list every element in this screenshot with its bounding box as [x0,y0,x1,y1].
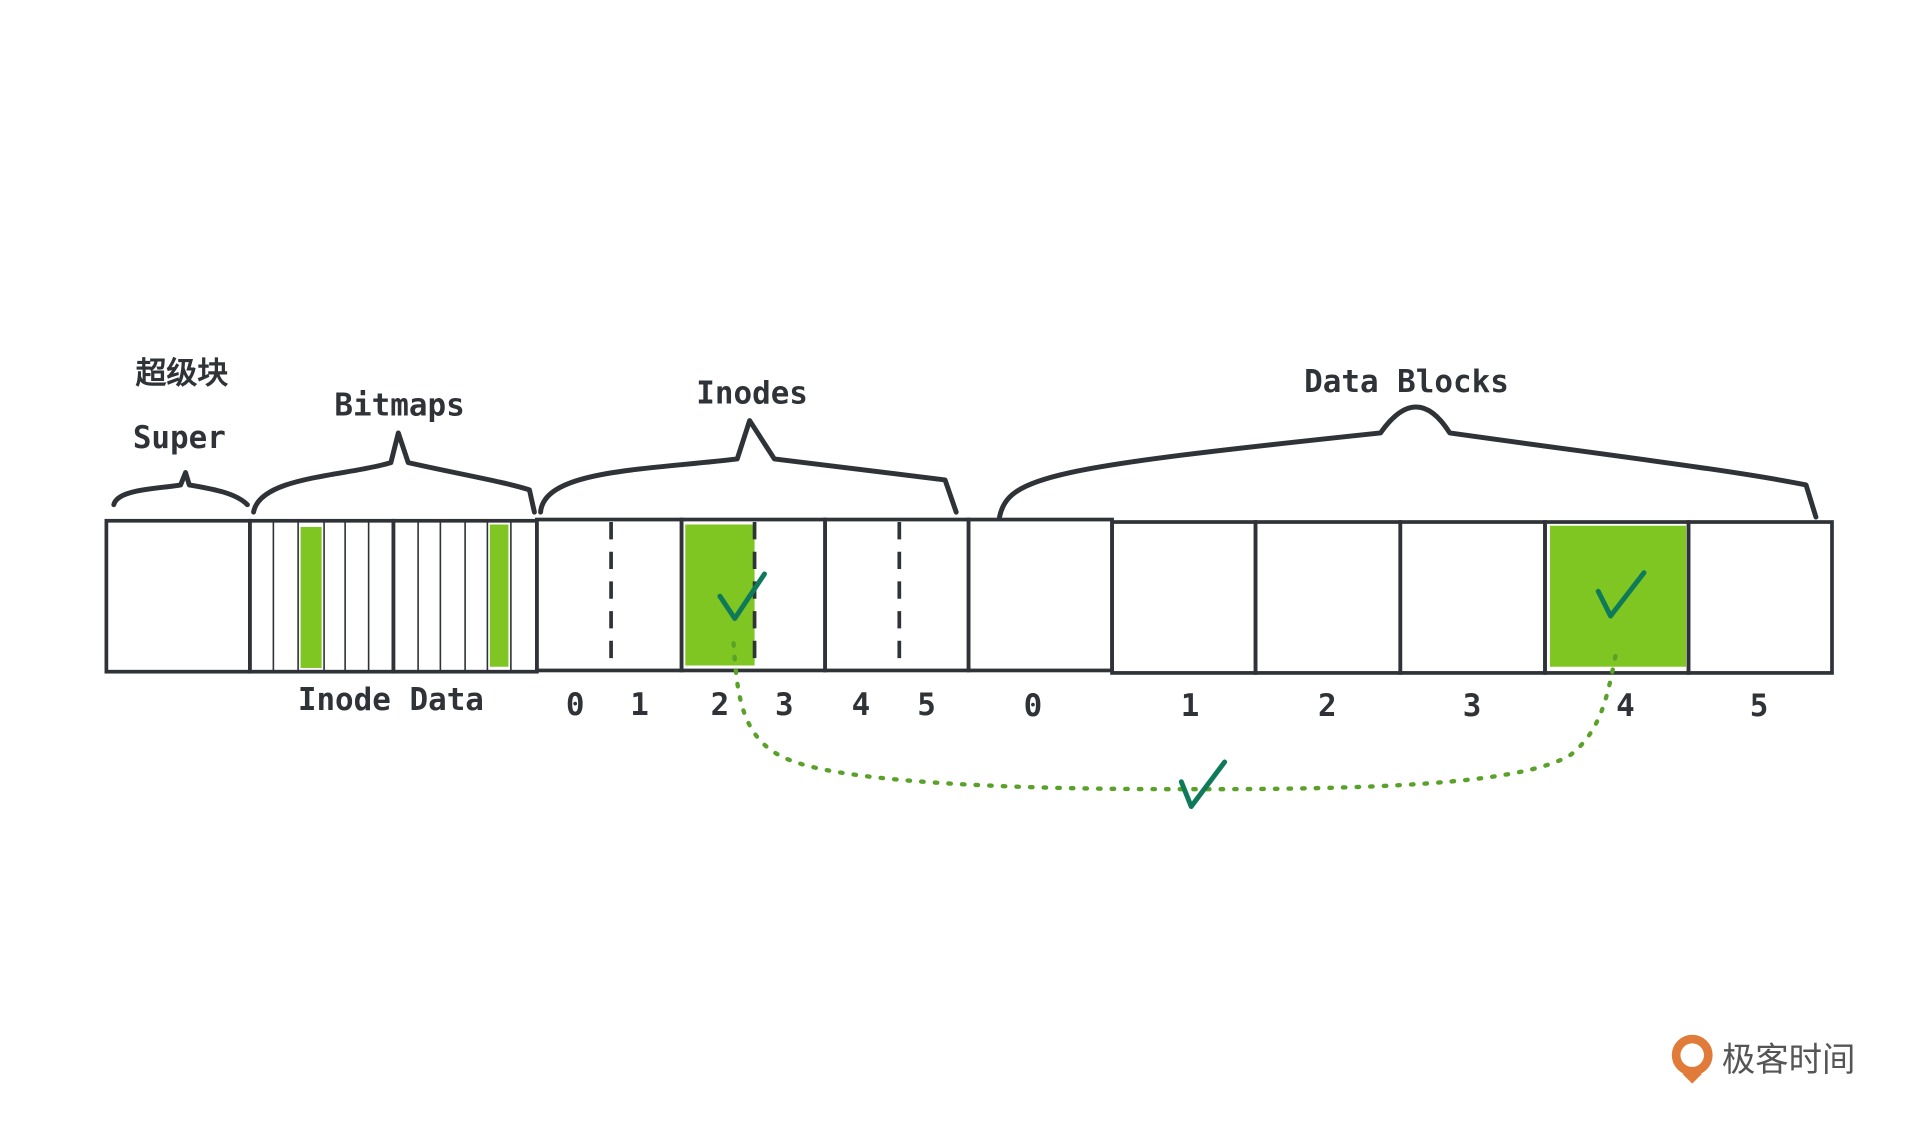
data-block-2 [1253,520,1403,675]
data-block-indices: 0 1 2 3 4 5 [1024,688,1769,724]
bitmaps-brace [251,430,537,515]
data-bitmap-set-bit [489,524,509,667]
inodes-label: Inodes [696,375,808,411]
inode-index: 5 [917,687,936,723]
geektime-logo: 极客时间 [1671,1034,1856,1084]
data-block-4-highlight [1549,525,1687,667]
super-brace [111,470,250,508]
inode-index: 3 [775,687,794,723]
inode-block-0-1 [535,517,684,673]
inodes-brace [538,418,959,515]
data-blocks-label: Data Blocks [1304,364,1509,400]
inode-data-label: Inode Data [298,682,484,718]
inode-to-data-link [731,641,1618,792]
logo-text: 极客时间 [1722,1040,1856,1079]
check-icon [717,571,767,621]
disk-blocks [104,517,1834,675]
data-block-index: 3 [1463,688,1482,724]
data-block-1 [1110,520,1258,675]
inode-index: 4 [852,687,871,723]
bitmaps-label: Bitmaps [334,388,464,424]
data-block-index: 2 [1318,688,1337,724]
inode-index: 0 [566,687,585,723]
bitmap-bit-lines [272,520,512,671]
inode-block-4-5 [823,517,971,673]
super-cn-label: 超级块 [135,355,228,391]
super-label: Super [133,420,226,456]
data-block-index: 0 [1024,688,1043,724]
logo-icon [1671,1034,1713,1076]
data-block-index: 5 [1750,688,1769,724]
data-blocks-brace [997,404,1819,520]
data-block-index: 4 [1616,688,1635,724]
check-icon [1178,759,1228,809]
data-block-5 [1686,520,1834,675]
data-block-0 [966,517,1114,673]
inode-bitmap-set-bit [300,526,322,668]
check-icon [1595,570,1647,619]
inode-index: 2 [711,687,730,723]
data-block-index: 1 [1181,688,1200,724]
inode-indices: 0 1 2 3 4 5 [566,687,936,723]
data-block-3 [1398,520,1547,675]
inode-index: 1 [630,687,649,723]
super-block [104,518,252,674]
